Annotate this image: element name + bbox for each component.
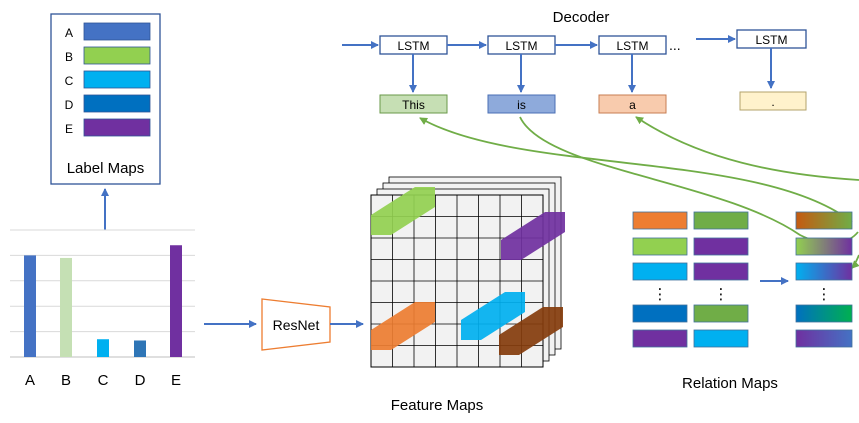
relation-output-1 xyxy=(795,211,853,230)
word-is: is xyxy=(517,98,526,112)
attention-arrow-a xyxy=(635,116,859,181)
label-map-swatch-a xyxy=(83,22,151,41)
relation-dots: ⋮ xyxy=(714,286,729,303)
bar-e xyxy=(170,245,182,357)
word-is-box xyxy=(487,94,556,114)
label-map-swatch-d xyxy=(83,94,151,113)
resnet-block xyxy=(261,298,331,351)
lstm-cell-3-label: LSTM xyxy=(616,39,648,53)
label-map-letter-e: E xyxy=(65,122,73,136)
decoder-title: Decoder xyxy=(553,9,610,26)
relation-dots: ⋮ xyxy=(653,286,668,303)
word-a-box xyxy=(598,94,667,114)
word-this-box xyxy=(379,94,448,114)
relation-maps: ⋮⋮ xyxy=(632,211,749,348)
relation-cell-a2 xyxy=(632,262,688,281)
bar-c xyxy=(97,339,109,357)
bar-a xyxy=(24,255,36,357)
region-brown xyxy=(499,307,563,355)
label-map-swatch-e xyxy=(83,118,151,137)
word-period: . xyxy=(771,95,774,109)
relation-cell-b5 xyxy=(693,329,749,348)
region-cyan xyxy=(461,292,525,340)
resnet-label: ResNet xyxy=(273,317,320,333)
bar-label-a: A xyxy=(25,372,35,389)
attention-arrow-this xyxy=(419,117,853,223)
relation-cell-b4 xyxy=(693,304,749,323)
bar-b xyxy=(60,257,72,357)
bar-label-b: B xyxy=(61,372,71,389)
feature-maps-caption: Feature Maps xyxy=(391,397,484,414)
lstm-ellipsis: ... xyxy=(669,37,681,53)
relation-cell-b1 xyxy=(693,237,749,256)
bar-label-c: C xyxy=(98,372,109,389)
word-a: a xyxy=(629,98,636,112)
relation-cell-a1 xyxy=(632,237,688,256)
label-map-swatch-b xyxy=(83,46,151,65)
feature-maps xyxy=(370,176,565,368)
bar-label-d: D xyxy=(135,372,146,389)
lstm-row: LSTM LSTM LSTM ... LSTM xyxy=(342,29,807,55)
relation-output-2 xyxy=(795,237,853,256)
region-green xyxy=(371,187,435,235)
relation-output-dots: ⋮ xyxy=(817,286,832,303)
relation-output-column: ⋮ xyxy=(795,211,853,348)
bar-label-e: E xyxy=(171,372,181,389)
relation-cell-a5 xyxy=(632,329,688,348)
relation-cell-b2 xyxy=(693,262,749,281)
word-this: This xyxy=(402,98,425,112)
relation-cell-a4 xyxy=(632,304,688,323)
label-map-letter-d: D xyxy=(65,98,74,112)
label-map-letter-c: C xyxy=(65,74,74,88)
class-score-chart: A B C D E xyxy=(10,229,195,389)
label-map-letter-a: A xyxy=(65,26,73,40)
relation-maps-caption: Relation Maps xyxy=(682,375,778,392)
label-map-swatch-c xyxy=(83,70,151,89)
relation-cell-b0 xyxy=(693,211,749,230)
bar-d xyxy=(134,340,146,357)
lstm-cell-4-label: LSTM xyxy=(755,33,787,47)
lstm-cell-1-label: LSTM xyxy=(397,39,429,53)
relation-output-5 xyxy=(795,329,853,348)
word-period-box xyxy=(739,91,807,111)
relation-cell-a0 xyxy=(632,211,688,230)
attention-arrow-rel xyxy=(851,254,859,269)
label-map-letter-b: B xyxy=(65,50,73,64)
label-maps-caption: Label Maps xyxy=(67,160,145,177)
word-row: This is a . xyxy=(379,48,807,114)
region-orange xyxy=(371,302,435,350)
relation-output-4 xyxy=(795,304,853,323)
lstm-cell-2-label: LSTM xyxy=(505,39,537,53)
region-purple xyxy=(501,212,565,260)
relation-output-3 xyxy=(795,262,853,281)
